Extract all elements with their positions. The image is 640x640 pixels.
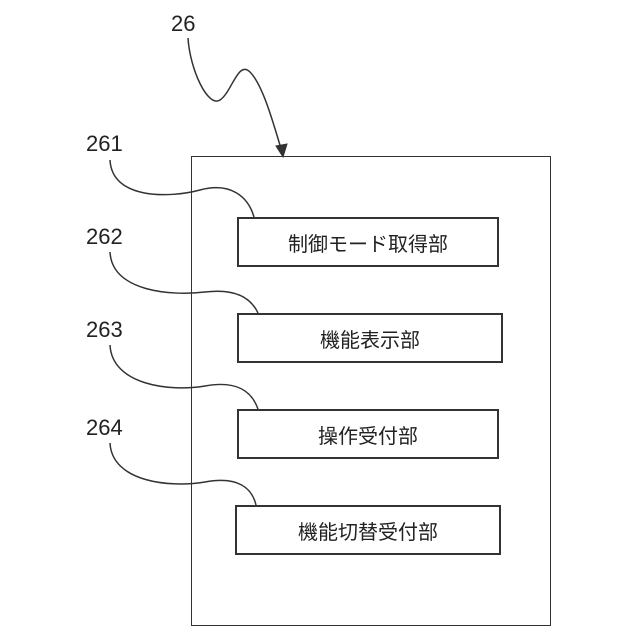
leader-line-26	[188, 38, 282, 152]
ref-label-264: 264	[86, 416, 123, 440]
ref-label-261: 261	[86, 132, 123, 156]
leader-line-261	[110, 160, 254, 217]
ref-label-262: 262	[86, 225, 123, 249]
ref-label-26: 26	[171, 12, 195, 36]
leader-line-262	[110, 252, 258, 313]
arrowhead-26	[276, 144, 287, 157]
leader-line-264	[110, 443, 256, 505]
leader-line-263	[110, 345, 258, 409]
ref-label-263: 263	[86, 318, 123, 342]
